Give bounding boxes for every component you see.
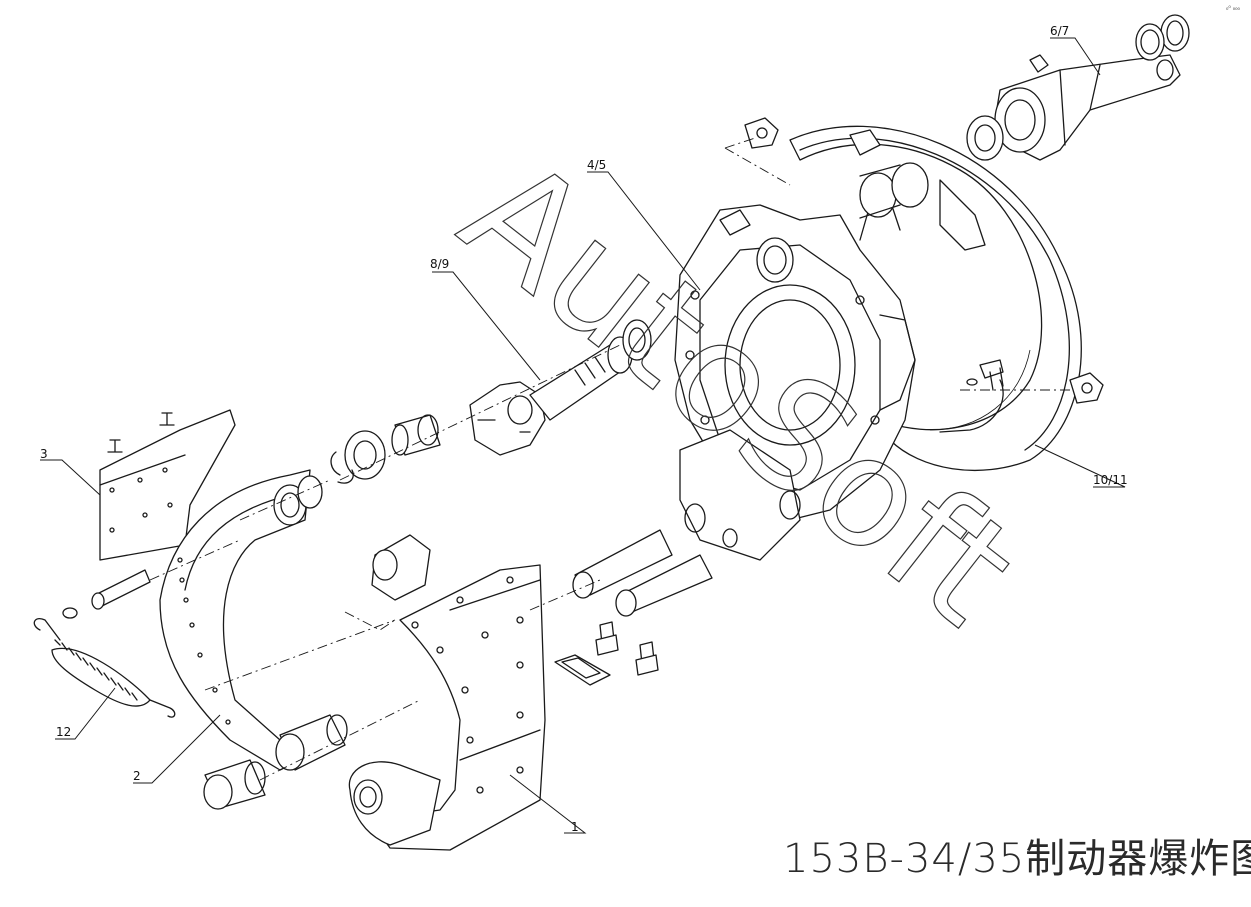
anchor-pin-upper	[572, 529, 673, 599]
label-part-8-9: 8/9	[430, 257, 449, 271]
label-part-6-7: 6/7	[1050, 24, 1069, 38]
shoe-pin	[62, 569, 151, 619]
snap-ring	[330, 451, 354, 484]
rivets	[107, 412, 175, 453]
grommet-bottom	[1069, 372, 1104, 404]
label-part-1: 1	[571, 820, 579, 834]
adjuster-washer	[966, 115, 1004, 161]
label-part-12: 12	[56, 725, 71, 739]
grommet-top	[744, 117, 779, 149]
brake-shoe-rear	[159, 469, 323, 771]
label-part-10-11: 10/11	[1093, 473, 1128, 487]
shoe-roller-rear	[275, 714, 348, 771]
bolt-and-washer	[966, 359, 1004, 391]
corner-mark: ₀⁰ ₀₀₀	[1226, 5, 1241, 12]
alignment-lines	[149, 137, 1070, 781]
grease-fitting-1	[595, 621, 619, 656]
camshaft-seal	[344, 430, 386, 480]
grease-fitting-2	[635, 641, 659, 676]
slack-adjuster	[994, 14, 1190, 161]
camshaft	[469, 319, 652, 456]
leader-lines	[40, 37, 1126, 834]
camshaft-bushing	[391, 414, 441, 456]
retainer-clip	[554, 654, 611, 686]
anchor-pin-lower	[615, 554, 713, 617]
label-part-2: 2	[133, 769, 141, 783]
brake-lining	[99, 409, 236, 561]
diagram-title: 153B-34/35制动器爆炸图	[783, 836, 1251, 882]
brake-shoe-front	[348, 534, 546, 851]
brake-spider	[674, 129, 929, 561]
anchor-bushing	[203, 759, 266, 810]
label-part-3: 3	[40, 447, 48, 461]
label-part-4-5: 4/5	[587, 158, 606, 172]
return-spring	[33, 618, 176, 718]
